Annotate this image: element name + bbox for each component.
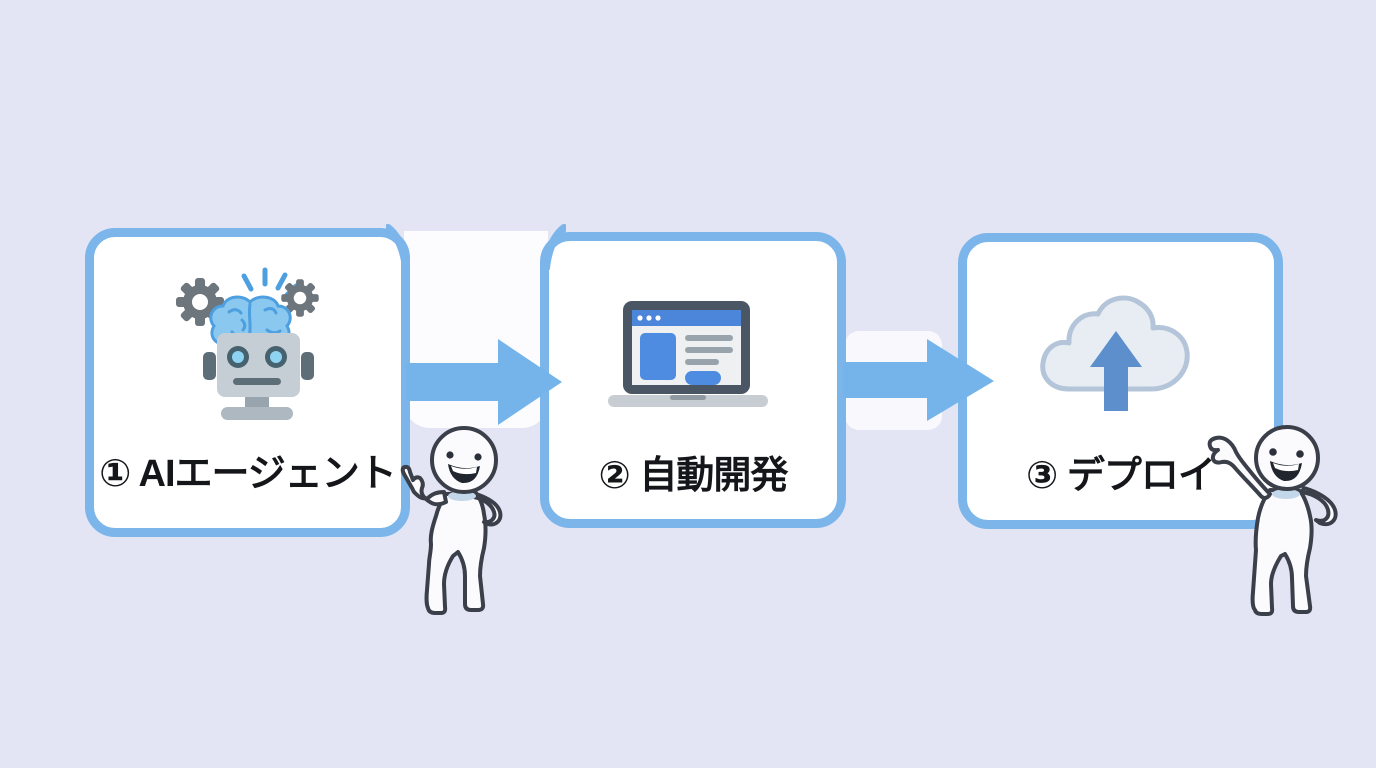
mascot-head [1254,425,1320,491]
mascot-eye [1269,448,1277,456]
upload-arrow [1090,331,1142,411]
mascot-teeth [1273,463,1299,472]
gear-left-icon [176,278,224,326]
robot-ai-icon [176,267,319,420]
mascot-eye [1296,450,1304,458]
mascot-teeth [451,466,477,475]
robot-head [203,333,314,420]
flow-arrow-right-2 [843,339,994,421]
laptop-development-icon [608,301,768,407]
cloud-upload-icon [1040,295,1190,411]
step-label-ai-agent: ① AIエージェント [99,453,397,495]
mascot-eye [446,451,454,459]
gear-right-icon [281,279,319,317]
chin-shadow [1272,489,1300,499]
mascot-presenting [1207,425,1338,616]
flow-arrow-right-1 [406,339,562,425]
mascot-pointing [400,426,503,615]
mascot-head [430,426,498,494]
step-label-auto-dev: ② 自動開発 [598,455,789,497]
mascot-eye [474,453,482,461]
step-card-ai-agent [85,228,410,537]
bridge-flare-curves [386,224,566,270]
step-label-deploy: ③ デプロイ [1026,455,1216,497]
